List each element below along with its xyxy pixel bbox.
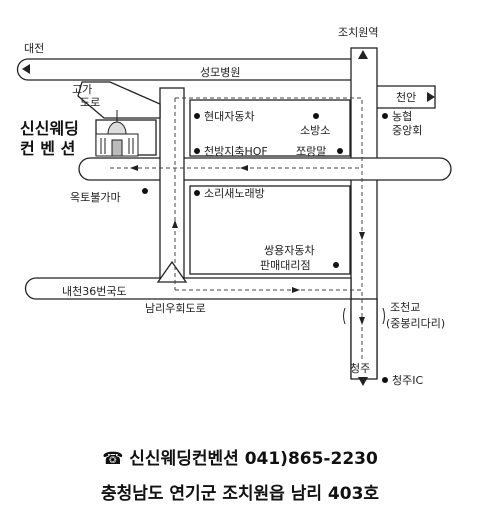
landmark-hof: 천방지축HOF xyxy=(204,145,268,158)
dot-sorisae xyxy=(194,190,200,196)
label-jochiwon-station: 조치원역 xyxy=(338,26,379,39)
label-bridge: 조천교 xyxy=(390,301,421,314)
landmark-cheongju-ic: 청주IC xyxy=(392,374,424,387)
road-cheongju xyxy=(350,298,378,380)
road-left-vertical xyxy=(159,87,185,289)
road-overpass xyxy=(77,81,161,119)
landmark-okto: 옥토불가마 xyxy=(70,191,121,204)
dot-jjorang xyxy=(337,148,343,154)
route-top xyxy=(175,97,363,150)
label-naecheon-36: 내천36번국도 xyxy=(62,285,127,298)
label-cheongju: 청주 xyxy=(350,362,371,375)
label-overpass-2: 도로 xyxy=(80,96,101,109)
label-namriuhoe: 남리우회도로 xyxy=(145,302,206,315)
dot-nonghyup xyxy=(382,113,388,119)
route-arrow xyxy=(172,220,178,228)
route-arrow xyxy=(292,287,300,293)
label-daejeon: 대전 xyxy=(24,42,45,55)
route-arrow xyxy=(130,165,138,171)
road-top xyxy=(16,58,355,81)
landmark-hyundai: 현대자동차 xyxy=(204,110,255,123)
landmark-ssangyong-1: 쌍용자동차 xyxy=(264,244,315,257)
traffic-island xyxy=(156,260,188,283)
phone-text: 신신웨딩컨벤션 041)865-2230 xyxy=(129,449,378,469)
landmark-nonghyup-2: 중앙회 xyxy=(392,124,423,137)
arrow-south-icon xyxy=(358,377,368,386)
arrow-daejeon-icon xyxy=(22,64,30,74)
road-bottom xyxy=(24,277,352,300)
landmark-ssangyong-2: 판매대리점 xyxy=(260,259,311,272)
arrow-north-icon xyxy=(358,50,368,59)
label-overpass-1: 고가 xyxy=(72,83,93,96)
block-lower xyxy=(189,185,351,275)
venue-building-icon xyxy=(95,110,139,157)
label-seongmo-hospital: 성모병원 xyxy=(200,66,241,79)
location-map xyxy=(16,47,452,386)
venue-name-line1: 신신웨딩 xyxy=(20,119,79,138)
route-arrow xyxy=(240,165,248,171)
dot-okto xyxy=(142,188,148,194)
label-bridge-alias: (중봉리다리) xyxy=(386,317,446,330)
venue-name-line2: 컨 벤 션 xyxy=(20,139,76,158)
dot-hof xyxy=(194,148,200,154)
arrow-cheonan-icon xyxy=(427,92,435,102)
landmark-nonghyup-1: 농협 xyxy=(392,110,413,123)
dot-fire xyxy=(313,113,319,119)
telephone-icon: ☎ xyxy=(102,449,124,469)
landmark-sorisae: 소리새노래방 xyxy=(204,187,265,200)
footer-address: 충청남도 연기군 조치원읍 남리 403호 xyxy=(100,484,380,504)
footer-phone: ☎ 신신웨딩컨벤션 041)865-2230 xyxy=(0,444,480,469)
dot-ssangyong xyxy=(333,262,339,268)
dot-hyundai xyxy=(194,113,200,119)
route-arrow xyxy=(359,232,365,240)
route-bottom xyxy=(175,289,363,360)
label-cheonan: 천안 xyxy=(396,91,417,104)
dot-cheongju-ic xyxy=(382,377,388,383)
landmark-fire-station: 소방소 xyxy=(300,124,331,137)
block-upper xyxy=(189,99,351,157)
landmark-jjorang: 쪼랑말 xyxy=(296,145,327,158)
route-arrow xyxy=(359,317,365,325)
